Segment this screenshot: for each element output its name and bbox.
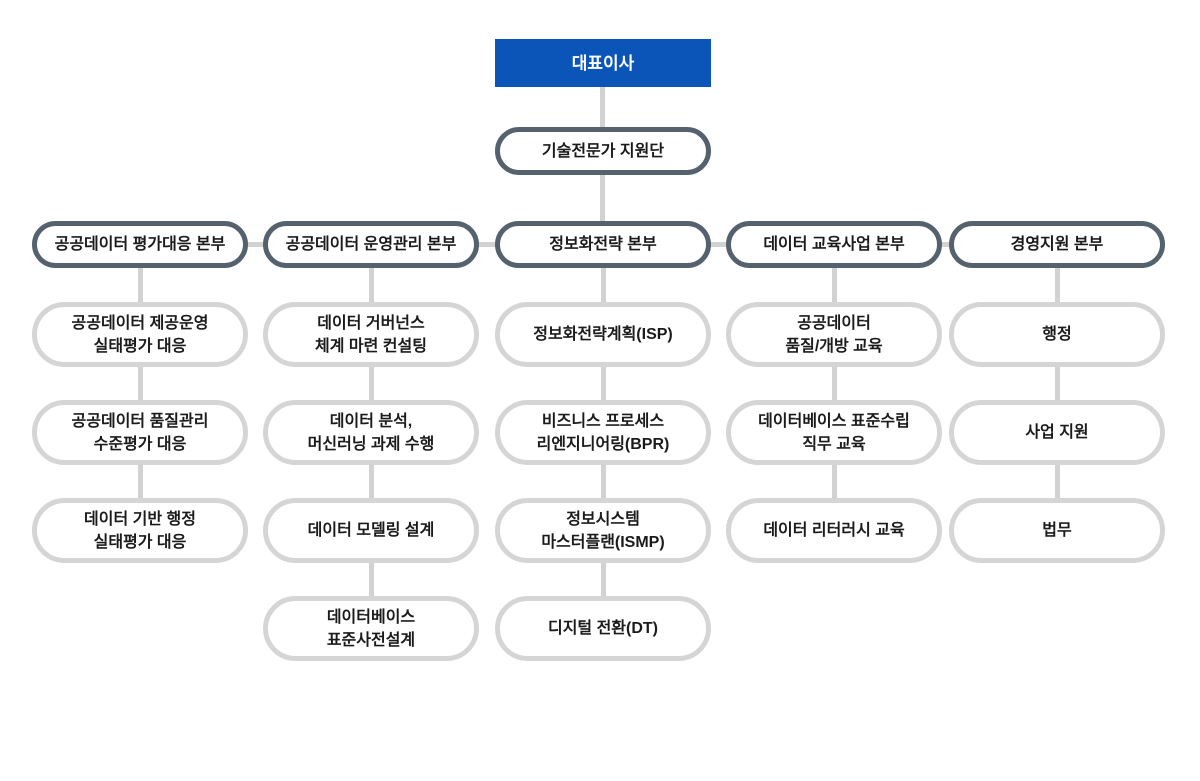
- connector-line: [600, 87, 605, 128]
- division-pill-management-support: 경영지원 본부: [949, 221, 1165, 268]
- division-pill-data-education: 데이터 교육사업 본부: [726, 221, 942, 268]
- child-pill: 비즈니스 프로세스 리엔지니어링(BPR): [495, 400, 711, 465]
- connector-line: [369, 367, 374, 400]
- connector-line: [138, 268, 143, 302]
- connector-line: [369, 268, 374, 302]
- connector-line: [832, 268, 837, 302]
- connector-line: [600, 175, 605, 222]
- ceo-box: 대표이사: [495, 39, 711, 87]
- child-pill: 사업 지원: [949, 400, 1165, 465]
- connector-line: [1055, 268, 1060, 302]
- connector-line: [601, 268, 606, 302]
- connector-line: [832, 367, 837, 400]
- connector-line: [138, 465, 143, 498]
- child-pill: 정보화전략계획(ISP): [495, 302, 711, 367]
- connector-line: [601, 563, 606, 596]
- child-pill: 데이터 분석, 머신러닝 과제 수행: [263, 400, 479, 465]
- connector-line: [601, 367, 606, 400]
- child-pill: 디지털 전환(DT): [495, 596, 711, 661]
- child-pill: 공공데이터 품질관리 수준평가 대응: [32, 400, 248, 465]
- child-pill: 공공데이터 품질/개방 교육: [726, 302, 942, 367]
- child-pill: 데이터베이스 표준수립 직무 교육: [726, 400, 942, 465]
- child-pill: 데이터 리터러시 교육: [726, 498, 942, 563]
- connector-line: [369, 465, 374, 498]
- division-pill-public-data-evaluation: 공공데이터 평가대응 본부: [32, 221, 248, 268]
- child-pill: 데이터베이스 표준사전설계: [263, 596, 479, 661]
- child-pill: 데이터 모델링 설계: [263, 498, 479, 563]
- child-pill: 정보시스템 마스터플랜(ISMP): [495, 498, 711, 563]
- support-group-pill: 기술전문가 지원단: [495, 127, 711, 175]
- connector-line: [601, 465, 606, 498]
- child-pill: 법무: [949, 498, 1165, 563]
- child-pill: 데이터 거버넌스 체계 마련 컨설팅: [263, 302, 479, 367]
- division-pill-public-data-operation: 공공데이터 운영관리 본부: [263, 221, 479, 268]
- connector-line: [832, 465, 837, 498]
- connector-line: [1055, 465, 1060, 498]
- child-pill: 데이터 기반 행정 실태평가 대응: [32, 498, 248, 563]
- child-pill: 행정: [949, 302, 1165, 367]
- division-pill-it-strategy: 정보화전략 본부: [495, 221, 711, 268]
- connector-line: [1055, 367, 1060, 400]
- child-pill: 공공데이터 제공운영 실태평가 대응: [32, 302, 248, 367]
- connector-line: [369, 563, 374, 596]
- connector-line: [138, 367, 143, 400]
